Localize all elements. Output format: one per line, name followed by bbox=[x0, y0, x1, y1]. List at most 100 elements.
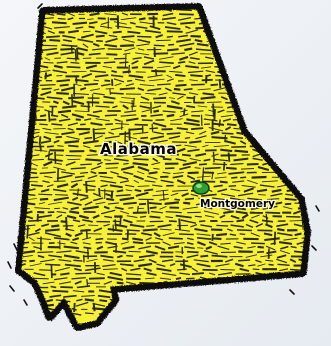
hatch-stroke bbox=[282, 43, 289, 47]
hatch-stroke bbox=[210, 130, 220, 135]
hatch-stroke bbox=[20, 214, 21, 219]
hatch-stroke bbox=[282, 34, 291, 38]
hatch-stroke bbox=[122, 38, 135, 43]
hatch-stroke bbox=[278, 241, 293, 245]
hatch-stroke bbox=[166, 113, 175, 118]
hatch-stroke bbox=[235, 78, 249, 83]
hatch-stroke bbox=[39, 70, 51, 73]
hatch-stroke bbox=[217, 109, 225, 114]
grain-stroke bbox=[92, 302, 96, 312]
hatch-stroke bbox=[136, 171, 145, 175]
hatch-stroke bbox=[140, 101, 150, 104]
hatch-stroke bbox=[77, 47, 88, 52]
hatch-stroke bbox=[271, 61, 282, 65]
hatch-stroke bbox=[262, 65, 279, 70]
hatch-stroke bbox=[20, 34, 24, 39]
hatch-stroke bbox=[157, 65, 171, 69]
hatch-stroke bbox=[123, 201, 137, 205]
hatch-stroke bbox=[143, 56, 155, 60]
hatch-stroke bbox=[289, 100, 304, 104]
hatch-stroke bbox=[116, 281, 124, 285]
hatch-stroke bbox=[112, 250, 127, 254]
hatch-stroke bbox=[219, 12, 230, 18]
hatch-stroke bbox=[66, 135, 80, 140]
hatch-stroke bbox=[298, 24, 306, 30]
hatch-stroke bbox=[82, 205, 99, 211]
hatch-stroke bbox=[308, 52, 318, 55]
hatch-stroke bbox=[257, 263, 266, 267]
hatch-stroke bbox=[186, 254, 199, 259]
hatch-stroke bbox=[20, 196, 22, 202]
hatch-stroke bbox=[107, 276, 124, 281]
hatch-stroke bbox=[23, 250, 36, 254]
hatch-stroke bbox=[211, 153, 219, 157]
hatch-stroke bbox=[75, 26, 84, 29]
hatch-stroke bbox=[161, 272, 177, 276]
hatch-stroke bbox=[132, 57, 142, 60]
hatch-stroke bbox=[20, 8, 25, 11]
hatch-stroke bbox=[100, 209, 116, 215]
hatch-stroke bbox=[20, 311, 25, 315]
hatch-stroke bbox=[277, 263, 290, 266]
hatch-stroke bbox=[46, 298, 54, 303]
hatch-stroke bbox=[132, 302, 139, 307]
hatch-stroke bbox=[282, 56, 292, 62]
hatch-stroke bbox=[42, 25, 53, 30]
hatch-stroke bbox=[121, 12, 129, 16]
hatch-stroke bbox=[84, 312, 94, 315]
hatch-stroke bbox=[20, 169, 25, 175]
hatch-stroke bbox=[65, 161, 76, 166]
hatch-stroke bbox=[117, 254, 123, 259]
hatch-stroke bbox=[279, 30, 289, 33]
hatch-stroke bbox=[231, 8, 248, 13]
hatch-stroke bbox=[282, 206, 293, 210]
hatch-stroke bbox=[198, 299, 207, 303]
hatch-stroke bbox=[240, 168, 255, 170]
hatch-stroke bbox=[286, 312, 302, 315]
hatch-stroke bbox=[197, 197, 210, 202]
hatch-stroke bbox=[248, 118, 261, 122]
hatch-stroke bbox=[284, 13, 292, 15]
hatch-stroke bbox=[151, 210, 164, 214]
hatch-stroke bbox=[228, 171, 245, 175]
hatch-stroke bbox=[75, 301, 89, 307]
grain-stroke bbox=[65, 216, 68, 231]
hatch-stroke bbox=[247, 179, 258, 185]
hatch-stroke bbox=[256, 136, 263, 139]
hatch-stroke bbox=[96, 272, 105, 276]
hatch-stroke bbox=[191, 272, 204, 276]
hatch-stroke bbox=[125, 189, 133, 192]
hatch-stroke bbox=[41, 87, 52, 91]
hatch-stroke bbox=[75, 272, 92, 275]
hatch-stroke bbox=[100, 184, 108, 188]
hatch-stroke bbox=[297, 308, 306, 312]
hatch-stroke bbox=[180, 219, 197, 224]
hatch-stroke bbox=[122, 218, 133, 224]
hatch-stroke bbox=[29, 259, 35, 263]
hatch-stroke bbox=[123, 171, 134, 176]
hatch-stroke bbox=[246, 92, 258, 95]
hatch-stroke bbox=[225, 61, 241, 66]
hatch-stroke bbox=[142, 228, 158, 232]
hatch-stroke bbox=[241, 213, 249, 220]
hatch-stroke bbox=[45, 263, 61, 266]
hatch-stroke bbox=[270, 38, 283, 42]
hatch-stroke bbox=[178, 34, 188, 38]
hatch-stroke bbox=[145, 92, 156, 95]
hatch-stroke bbox=[175, 214, 192, 219]
grain-stroke bbox=[245, 299, 249, 309]
hatch-stroke bbox=[14, 190, 20, 191]
hatch-stroke bbox=[226, 228, 233, 232]
hatch-stroke bbox=[262, 205, 278, 210]
hatch-stroke bbox=[222, 118, 231, 122]
hatch-stroke bbox=[53, 196, 69, 202]
hatch-stroke bbox=[288, 47, 303, 52]
grain-stroke bbox=[85, 180, 88, 193]
hatch-stroke bbox=[93, 92, 105, 96]
capital-marker[interactable] bbox=[192, 181, 210, 195]
hatch-stroke bbox=[229, 233, 237, 237]
hatch-stroke bbox=[206, 101, 222, 103]
hatch-stroke bbox=[70, 206, 79, 211]
hatch-stroke bbox=[204, 311, 212, 316]
hatch-stroke bbox=[170, 192, 179, 197]
